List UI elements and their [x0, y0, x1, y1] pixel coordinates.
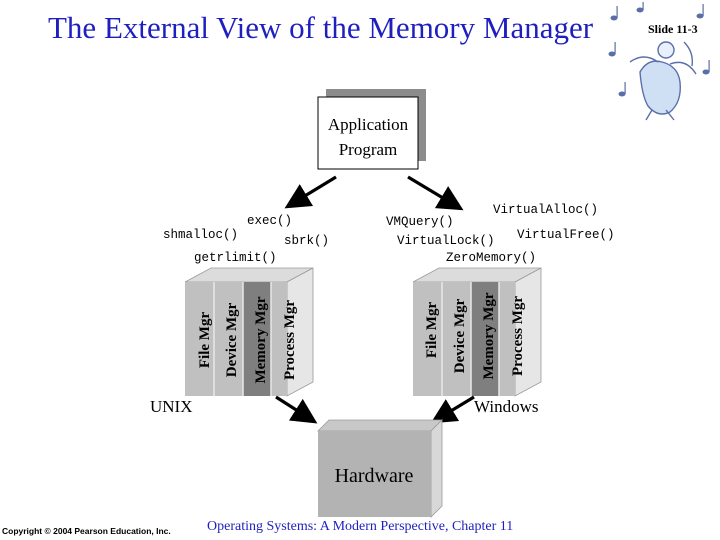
arrow-app-to-unix	[284, 175, 337, 209]
unix-panel-process-mgr	[271, 282, 287, 396]
unix-call-shmalloc: shmalloc()	[163, 228, 239, 242]
windows-module-label: Memory Mgr	[481, 292, 497, 379]
windows-module-label: Device Mgr	[452, 298, 468, 373]
windows-module-label: Process Mgr	[510, 296, 526, 376]
application-label-line1: Application	[328, 115, 409, 134]
windows-call-virtualalloc: VirtualAlloc()	[493, 203, 599, 217]
unix-panel-file-mgr	[185, 282, 214, 396]
windows-panel-device-mgr	[442, 282, 471, 396]
windows-module-label: File Mgr	[424, 302, 440, 359]
hardware-label: Hardware	[335, 465, 414, 487]
unix-label: UNIX	[150, 397, 193, 416]
arrow-unix-to-hardware	[275, 395, 318, 424]
windows-call-virtualfree: VirtualFree()	[517, 228, 615, 242]
unix-panel-memory-mgr	[243, 282, 271, 396]
application-box	[317, 96, 419, 170]
unix-call-getrlimit: getrlimit()	[194, 251, 277, 265]
arrow-windows-to-hardware	[430, 395, 475, 424]
windows-call-vmquery: VMQuery()	[386, 215, 454, 229]
hardware-box: Hardware	[317, 419, 443, 518]
windows-call-virtuallock: VirtualLock()	[397, 234, 495, 248]
unix-panel-device-mgr	[214, 282, 243, 396]
hardware-box-front	[318, 431, 431, 517]
unix-stack: File Mgr Device Mgr Memory Mgr Process M…	[184, 267, 314, 397]
arrow-app-to-windows	[407, 175, 464, 211]
windows-panel-file-mgr	[413, 282, 442, 396]
unix-call-sbrk: sbrk()	[284, 234, 330, 248]
slide-title: The External View of the Memory Manager	[48, 10, 594, 45]
unix-call-exec: exec()	[247, 214, 293, 228]
unix-module-label: Memory Mgr	[253, 296, 269, 383]
course-footer: Operating Systems: A Modern Perspective,…	[207, 519, 514, 534]
music-figure-clipart	[608, 2, 710, 121]
hardware-box-top	[317, 419, 443, 432]
unix-module-label: File Mgr	[197, 312, 213, 369]
unix-module-label: Process Mgr	[282, 300, 298, 380]
unix-module-label: Device Mgr	[224, 302, 240, 377]
windows-label: Windows	[474, 397, 539, 416]
windows-stack: File Mgr Device Mgr Memory Mgr Process M…	[412, 267, 542, 397]
slide-number: Slide 11-3	[648, 22, 698, 36]
windows-panel-process-mgr	[499, 282, 515, 396]
copyright-footer: Copyright © 2004 Pearson Education, Inc.	[2, 526, 171, 536]
windows-panel-memory-mgr	[471, 282, 499, 396]
windows-call-zeromemory: ZeroMemory()	[446, 251, 537, 265]
application-program-box: Application Program	[317, 89, 426, 170]
hardware-box-side	[430, 419, 443, 518]
application-label-line2: Program	[339, 140, 398, 159]
